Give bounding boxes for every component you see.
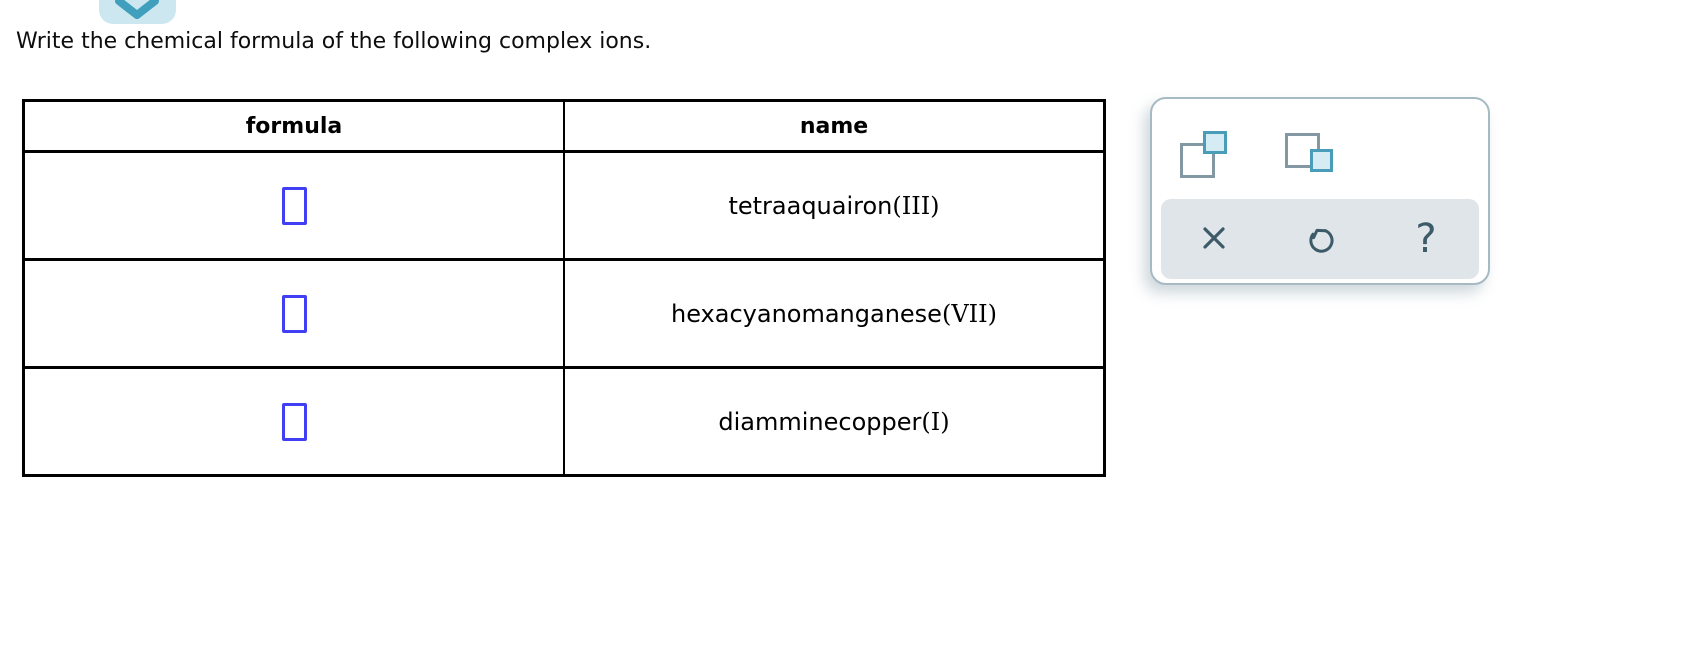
column-header-name: name	[563, 99, 1106, 153]
column-header-formula: formula	[22, 99, 565, 153]
table-row: hexacyanomanganese(VII)	[22, 258, 1106, 369]
subscript-button[interactable]	[1281, 123, 1339, 185]
oxidation-state: (III)	[892, 191, 940, 220]
continue-button[interactable]	[99, 0, 176, 24]
formula-answer-box[interactable]	[281, 186, 307, 225]
formula-cell	[22, 258, 565, 369]
x-icon	[1197, 221, 1231, 258]
superscript-button[interactable]	[1176, 123, 1234, 185]
table-row: diamminecopper(I)	[22, 366, 1106, 477]
formula-cell	[22, 366, 565, 477]
undo-arrow-icon	[1302, 220, 1338, 259]
formula-answer-box[interactable]	[281, 402, 307, 441]
answer-palette: ?	[1150, 97, 1490, 285]
name-cell: tetraaquairon(III)	[563, 150, 1106, 261]
formula-answer-box[interactable]	[281, 294, 307, 333]
name-cell: hexacyanomanganese(VII)	[563, 258, 1106, 369]
clear-answer-button[interactable]	[1161, 199, 1267, 279]
table-row: tetraaquairon(III)	[22, 150, 1106, 261]
name-cell: diamminecopper(I)	[563, 366, 1106, 477]
oxidation-state: (VII)	[941, 299, 997, 328]
undo-button[interactable]	[1267, 199, 1373, 279]
palette-toolbar: ?	[1161, 199, 1479, 279]
table-header-row: formula name	[22, 99, 1106, 153]
question-table: formula name tetraaquairon(III) hexacyan…	[22, 99, 1106, 477]
complex-ion-name: hexacyanomanganese	[671, 299, 942, 328]
complex-ion-name: tetraaquairon	[728, 191, 893, 220]
formula-cell	[22, 150, 565, 261]
oxidation-state: (I)	[921, 407, 950, 436]
question-prompt: Write the chemical formula of the follow…	[16, 29, 652, 54]
complex-ion-name: diamminecopper	[718, 407, 922, 436]
question-mark-icon: ?	[1415, 216, 1437, 262]
help-button[interactable]: ?	[1373, 199, 1479, 279]
